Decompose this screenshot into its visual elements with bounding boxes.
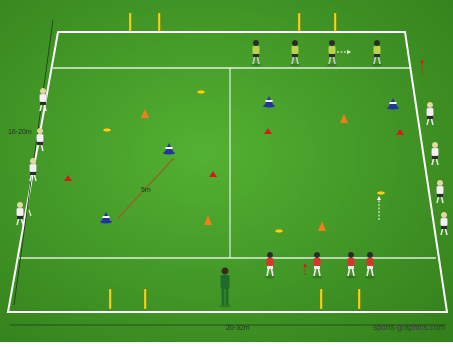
watermark: sports-graphics.com [373, 323, 445, 332]
length-dimension-label: 20-32m [226, 325, 250, 332]
width-dimension-label: 16-20m [8, 129, 32, 136]
distance-label: 5m [141, 187, 151, 194]
